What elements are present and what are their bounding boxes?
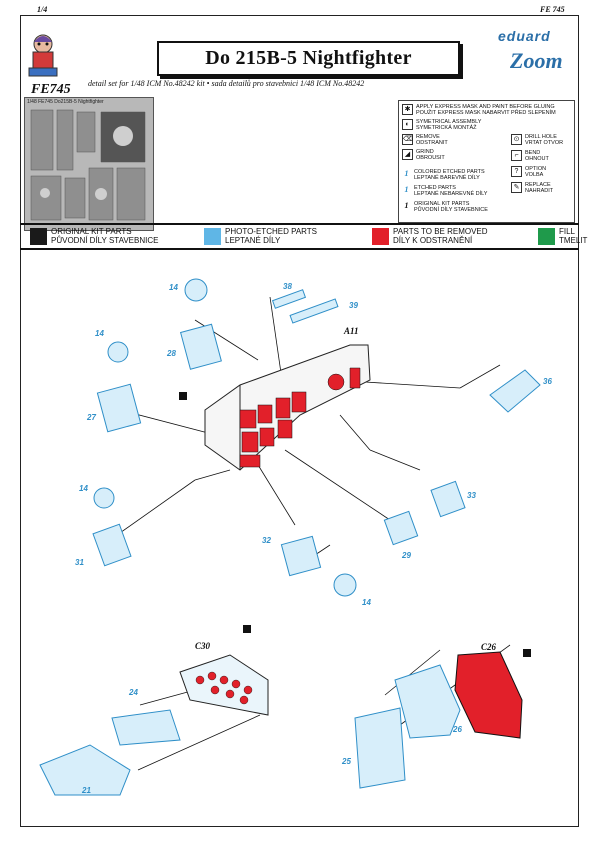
callout-26: 26: [453, 725, 462, 734]
express-mask-icon: ✱: [402, 104, 413, 115]
symbol-legend: ✱ APPLY EXPRESS MASK AND PAINT BEFORE GL…: [398, 100, 575, 223]
kit-parts-swatch: [30, 228, 47, 245]
callout-21: 21: [82, 786, 91, 795]
callout-38: 38: [283, 282, 292, 291]
page-title: Do 215B-5 Nightfighter: [205, 47, 412, 69]
callout-27: 27: [87, 413, 96, 422]
callout-14: 14: [169, 283, 178, 292]
separator-line: [20, 248, 579, 250]
callout-36: 36: [543, 377, 552, 386]
fret-preview-image: 1/48 FE745 Do215B-5 Nightfighter: [24, 97, 154, 231]
page-frame: [20, 15, 579, 827]
brand-logo: eduard: [498, 28, 551, 44]
etched-part-number-icon: 1: [404, 185, 409, 194]
separator-line: [20, 223, 579, 225]
set-code: FE745: [31, 82, 71, 97]
callout-a11: A11: [344, 326, 359, 336]
drill-hole-icon: ⊙: [511, 134, 522, 145]
part-14-dial: [184, 278, 208, 302]
legend-item: ✱ APPLY EXPRESS MASK AND PAINT BEFORE GL…: [402, 104, 556, 116]
callout-33: 33: [467, 491, 476, 500]
photo-etched-swatch: [204, 228, 221, 245]
callout-c30: C30: [195, 641, 211, 651]
fret-label: 1/48 FE745 Do215B-5 Nightfighter: [27, 99, 104, 105]
grind-icon: ◢: [402, 149, 413, 160]
bend-icon: ⌐: [511, 150, 522, 161]
callout-29: 29: [402, 551, 411, 560]
symmetrical-icon: ◐: [402, 119, 413, 130]
callout-c26: C26: [481, 642, 497, 652]
zoom-logo: Zoom: [510, 48, 563, 73]
callout-28: 28: [167, 349, 176, 358]
fill-swatch: [538, 228, 555, 245]
callout-24: 24: [129, 688, 138, 697]
callout-31: 31: [75, 558, 84, 567]
option-icon: ?: [511, 166, 522, 177]
product-code-top: FE 745: [540, 5, 565, 14]
replace-icon: ✎: [511, 182, 522, 193]
callout-39: 39: [349, 301, 358, 310]
callout-32: 32: [262, 536, 271, 545]
page-number: 1/4: [37, 5, 48, 14]
callout-14: 14: [95, 329, 104, 338]
remove-parts-swatch: [372, 228, 389, 245]
callout-14: 14: [79, 484, 88, 493]
subtitle: detail set for 1/48 ICM No.48242 kit • s…: [88, 79, 365, 88]
kit-part-number-icon: 1: [404, 201, 409, 210]
pilot-mascot-image: [23, 30, 63, 78]
colored-part-number-icon: 1: [404, 169, 409, 178]
title-box: Do 215B-5 Nightfighter: [157, 41, 460, 76]
callout-25: 25: [342, 757, 351, 766]
remove-icon: ⌫: [402, 134, 413, 145]
callout-14: 14: [362, 598, 371, 607]
